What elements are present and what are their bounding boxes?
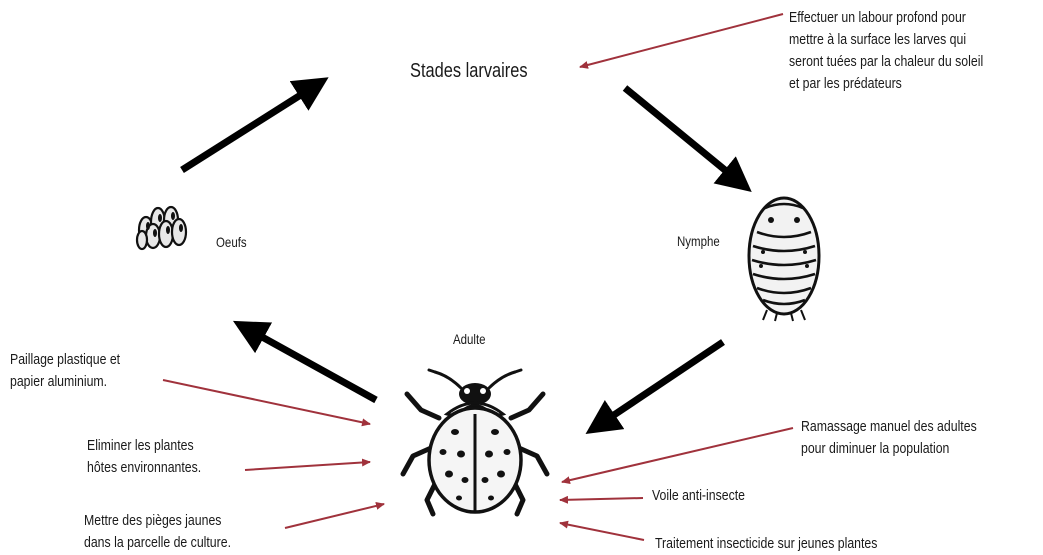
ladybird-beetle-icon <box>395 362 555 522</box>
pointer-pieges <box>285 504 384 528</box>
note-line: seront tuées par la chaleur du soleil <box>789 51 983 73</box>
note-line: Voile anti-insecte <box>652 485 745 507</box>
cycle-arrow-nymph-to-adult <box>596 342 723 427</box>
pupa-icon <box>743 190 825 322</box>
cycle-arrow-eggs-to-larvae <box>182 84 318 170</box>
stage-label-nymph: Nymphe <box>677 232 720 250</box>
note-line: hôtes environnantes. <box>87 457 201 479</box>
note-ramassage: Ramassage manuel des adultes pour diminu… <box>801 416 977 460</box>
note-line: dans la parcelle de culture. <box>84 532 231 554</box>
note-line: papier aluminium. <box>10 371 120 393</box>
note-paillage: Paillage plastique et papier aluminium. <box>10 349 120 393</box>
note-traitement: Traitement insecticide sur jeunes plante… <box>655 533 877 555</box>
egg-cluster-icon <box>133 200 193 252</box>
note-line: Mettre des pièges jaunes <box>84 510 231 532</box>
pointer-paillage <box>163 380 370 424</box>
pointer-traitement <box>560 523 644 540</box>
note-pieges: Mettre des pièges jaunes dans la parcell… <box>84 510 231 554</box>
note-line: Eliminer les plantes <box>87 435 201 457</box>
cycle-arrow-adult-to-eggs <box>244 327 376 400</box>
note-line: Traitement insecticide sur jeunes plante… <box>655 533 877 555</box>
note-eliminer: Eliminer les plantes hôtes environnantes… <box>87 435 201 479</box>
note-labour: Effectuer un labour profond pour mettre … <box>789 7 983 95</box>
note-line: Paillage plastique et <box>10 349 120 371</box>
note-line: et par les prédateurs <box>789 73 983 95</box>
cycle-arrow-larvae-to-nymph <box>625 88 742 184</box>
pointer-voile <box>560 498 643 500</box>
pointer-ramassage <box>562 428 793 482</box>
note-voile: Voile anti-insecte <box>652 485 745 507</box>
note-line: mettre à la surface les larves qui <box>789 29 983 51</box>
stage-label-eggs: Oeufs <box>216 233 247 251</box>
stage-label-adult: Adulte <box>453 330 486 348</box>
note-line: Effectuer un labour profond pour <box>789 7 983 29</box>
pointer-eliminer <box>245 462 370 470</box>
note-line: Ramassage manuel des adultes <box>801 416 977 438</box>
note-line: pour diminuer la population <box>801 438 977 460</box>
stage-label-larvae: Stades larvaires <box>410 58 528 84</box>
pointer-labour <box>580 14 783 67</box>
